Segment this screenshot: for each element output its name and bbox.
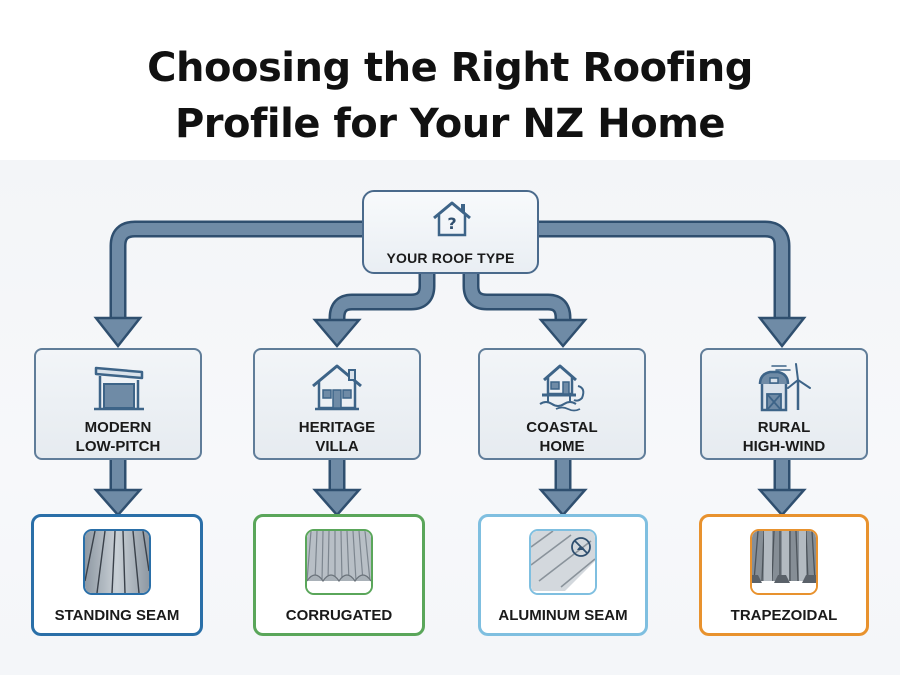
arrowhead-rural	[757, 316, 807, 349]
title-line-1: Choosing the Right Roofing	[147, 45, 753, 91]
profile-standing-seam: STANDING SEAM	[31, 514, 203, 636]
category-coastal-home: COASTAL HOME	[478, 348, 646, 460]
title-line-2: Profile for Your NZ Home	[174, 101, 726, 147]
profile-trapezoidal: TRAPEZOIDAL	[699, 514, 869, 636]
root-label: YOUR ROOF TYPE	[386, 250, 515, 266]
coastal-house-icon	[539, 364, 585, 412]
profile-aluminum-seam: ALUMINUM SEAM	[478, 514, 648, 636]
category-heritage-villa: HERITAGE VILLA	[253, 348, 421, 460]
profile-label: TRAPEZOIDAL	[730, 607, 838, 624]
barn-windmill-icon	[758, 363, 811, 412]
category-modern-low-pitch: MODERN LOW-PITCH	[34, 348, 202, 460]
category-label: RURAL HIGH-WIND	[742, 419, 826, 455]
arrowhead-coastal	[538, 318, 588, 348]
svg-text:?: ?	[447, 214, 456, 233]
villa-house-icon	[312, 364, 362, 411]
category-label: HERITAGE VILLA	[298, 419, 376, 455]
modern-house-icon	[94, 366, 144, 411]
profile-label: STANDING SEAM	[54, 607, 180, 624]
arrowhead-villa	[312, 318, 362, 348]
profile-label: CORRUGATED	[285, 607, 393, 624]
page-title: Choosing the Right Roofing Profile for Y…	[0, 40, 900, 152]
corrugated-texture-icon	[305, 529, 373, 595]
category-label: COASTAL HOME	[526, 419, 598, 455]
arrow-to-rural	[539, 220, 791, 318]
trapezoidal-texture-icon	[750, 529, 818, 595]
house-question-icon: ?	[433, 201, 471, 237]
profile-label: ALUMINUM SEAM	[498, 607, 628, 624]
arrow-to-modern	[109, 220, 362, 318]
aluminum-seam-texture-icon	[529, 529, 597, 595]
profile-corrugated: CORRUGATED	[253, 514, 425, 636]
standing-seam-texture-icon	[83, 529, 151, 595]
root-node-your-roof-type: ? YOUR ROOF TYPE	[362, 190, 539, 274]
arrowhead-modern	[93, 316, 143, 349]
category-label: MODERN LOW-PITCH	[75, 419, 161, 455]
category-rural-high-wind: RURAL HIGH-WIND	[700, 348, 868, 460]
